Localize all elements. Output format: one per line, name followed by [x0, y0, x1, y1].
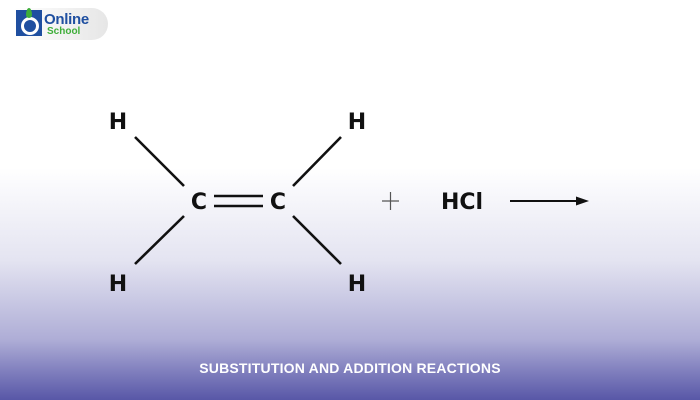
bond-h3-c1 [134, 215, 185, 265]
logo-text-school: School [47, 26, 81, 37]
atom-h3: H [109, 272, 127, 297]
arrow-head-icon [576, 196, 589, 206]
bond-h4-c2 [292, 215, 342, 265]
atom-h1: H [109, 110, 127, 135]
bond-h1-c1 [134, 136, 185, 187]
reagent-hcl: HCl [441, 190, 483, 215]
atom-h4: H [348, 272, 366, 297]
caption-title: SUBSTITUTION AND ADDITION REACTIONS [199, 360, 501, 376]
logo-mark-icon [16, 8, 42, 36]
atom-c2: C [270, 190, 286, 215]
atom-c1: C [191, 190, 207, 215]
online-school-logo: Online School [14, 8, 108, 40]
plus-sign: + [383, 192, 396, 211]
atom-h2: H [348, 110, 366, 135]
bond-h2-c2 [292, 136, 342, 187]
logo-text-online: Online [44, 11, 89, 28]
